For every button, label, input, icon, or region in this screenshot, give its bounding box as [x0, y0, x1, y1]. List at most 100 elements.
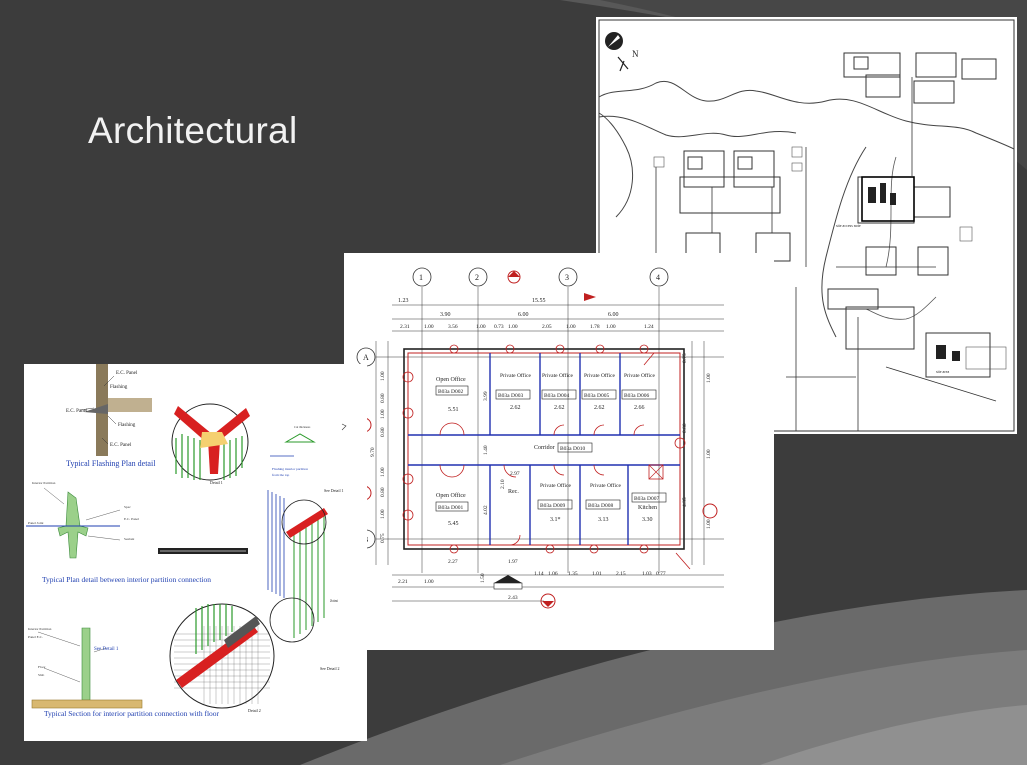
- svg-text:site area: site area: [936, 369, 949, 374]
- room-area: 5.45: [448, 521, 459, 527]
- room-area: 3.1*: [550, 517, 561, 523]
- dimension-text: 9.70: [370, 447, 376, 457]
- detail-caption: Typical Section for interior partition c…: [44, 709, 220, 718]
- grid-label: 3: [565, 273, 569, 282]
- detail-label: Joint: [330, 598, 339, 603]
- room-area: 3.13: [598, 517, 609, 523]
- dimension-text: 1.35: [568, 571, 578, 577]
- dimension-text: 0.80: [380, 487, 386, 497]
- room-name: Private Office: [500, 372, 531, 379]
- detail-label: Flashing: [118, 423, 136, 428]
- dimension-text: 1.00: [706, 519, 712, 529]
- dimension-text: 1.00: [380, 371, 386, 381]
- grid-label: 1: [419, 273, 423, 282]
- room-code: B03a D009: [540, 503, 565, 509]
- dimension-text: 1.00: [380, 467, 386, 477]
- dimension-text: 0.75: [682, 353, 688, 363]
- dimension-text: 2.05: [542, 324, 552, 330]
- svg-text:Floor: Floor: [38, 665, 46, 669]
- room-name: Private Office: [590, 482, 621, 489]
- dimension-text: 2.15: [616, 571, 626, 577]
- grid-label: A: [363, 353, 369, 362]
- room-name: Private Office: [540, 482, 571, 489]
- detail-label: See Detail 1: [324, 488, 344, 493]
- dimension-text: 1.00: [380, 409, 386, 419]
- dimension-text: 0.75: [380, 533, 386, 543]
- room-name: Rec.: [508, 489, 519, 495]
- dimension-text: 1.00: [476, 324, 486, 330]
- dimension-text: 0.73: [494, 324, 504, 330]
- dimension-text: 3.90: [440, 312, 451, 318]
- dimension-text: 6.00: [518, 312, 529, 318]
- svg-text:Sealant: Sealant: [124, 537, 134, 541]
- svg-text:Flashing interior partition: Flashing interior partition: [272, 467, 308, 471]
- dimension-text: 2.97: [510, 471, 520, 477]
- svg-text:Spec: Spec: [124, 505, 131, 509]
- dimension-text: 15.55: [532, 298, 546, 304]
- detail-label: See Detail 2: [320, 666, 340, 671]
- room-name: Open Office: [436, 492, 466, 499]
- dimension-text: 1.50: [480, 573, 486, 583]
- room-name: Open Office: [436, 376, 466, 383]
- dimension-text: 3.99: [483, 391, 489, 401]
- room-area: 2.66: [634, 405, 645, 411]
- dimension-text: 1.40: [483, 445, 489, 455]
- room-code: B03a D001: [438, 505, 463, 511]
- room-code: B03a D003: [498, 393, 523, 399]
- detail-label: E.C. Panel: [66, 409, 88, 414]
- detail-label: See Detail 1: [94, 647, 119, 652]
- dimension-text: 2.43: [508, 595, 518, 601]
- room-area: 2.62: [510, 405, 521, 411]
- detail-label: Detail 1: [210, 480, 223, 485]
- svg-text:Interior Partition: Interior Partition: [28, 627, 52, 631]
- dimension-text: 2.10: [500, 479, 506, 489]
- dimension-text: 1.23: [398, 298, 409, 304]
- room-name: Kitchen: [638, 505, 657, 511]
- dimension-text: 2.21: [398, 579, 408, 585]
- svg-text:Interior Partition: Interior Partition: [32, 481, 56, 485]
- svg-text:site access note: site access note: [836, 223, 861, 228]
- dimension-text: 1.00: [424, 579, 434, 585]
- room-name: Private Office: [624, 372, 655, 379]
- room-code: B03a D007: [634, 496, 659, 502]
- details-drawing: E.C. Panel Flashing E.C. Panel Flashing …: [26, 364, 347, 718]
- dimension-text: 2.31: [400, 324, 410, 330]
- svg-text:Cut thickness: Cut thickness: [294, 425, 311, 429]
- dimension-text: 1.00: [606, 324, 616, 330]
- dimension-text: 1.01: [592, 571, 602, 577]
- dimension-text: 1.24: [644, 324, 654, 330]
- svg-text:Panel E.C.: Panel E.C.: [28, 635, 43, 639]
- floor-plan-image: 1 2 3 4 A B 1.23 15.55 3.90 6.00 6.00 2.…: [344, 253, 774, 650]
- room-code: B03a D008: [588, 503, 613, 509]
- grid-label: 2: [475, 273, 479, 282]
- dimension-text: 3.56: [448, 324, 458, 330]
- dimension-text: 0.80: [380, 393, 386, 403]
- svg-text:from the top: from the top: [272, 473, 290, 477]
- north-label: N: [632, 49, 639, 59]
- detail-label: Detail 2: [248, 708, 261, 713]
- dimension-text: 1.06: [548, 571, 558, 577]
- room-name: Corridor: [534, 445, 555, 451]
- dimension-text: 1.97: [508, 559, 518, 565]
- dimension-text: 1.00: [424, 324, 434, 330]
- dimension-text: 1.00: [380, 509, 386, 519]
- dimension-text: 0.80: [682, 423, 688, 433]
- details-image: E.C. Panel Flashing E.C. Panel Flashing …: [24, 364, 367, 741]
- room-name: Private Office: [584, 372, 615, 379]
- room-area: 2.62: [554, 405, 565, 411]
- site-plan-drawing: N: [598, 19, 1015, 432]
- dimension-text: 1.00: [706, 449, 712, 459]
- detail-label: E.C. Panel: [110, 443, 132, 448]
- dimension-text: 2.27: [448, 559, 458, 565]
- room-code: B03a D006: [624, 393, 649, 399]
- svg-text:E.C. Panel: E.C. Panel: [124, 517, 139, 521]
- dimension-text: 1.00: [508, 324, 518, 330]
- room-area: 3.30: [642, 517, 653, 523]
- svg-text:Slab: Slab: [38, 673, 44, 677]
- dimension-text: 1.14: [534, 571, 544, 577]
- room-area: 5.51: [448, 407, 459, 413]
- detail-caption: Typical Plan detail between interior par…: [42, 575, 211, 584]
- dimension-text: 0.77: [656, 571, 666, 577]
- detail-label: E.C. Panel: [116, 371, 138, 376]
- room-code: B03a D002: [438, 389, 463, 395]
